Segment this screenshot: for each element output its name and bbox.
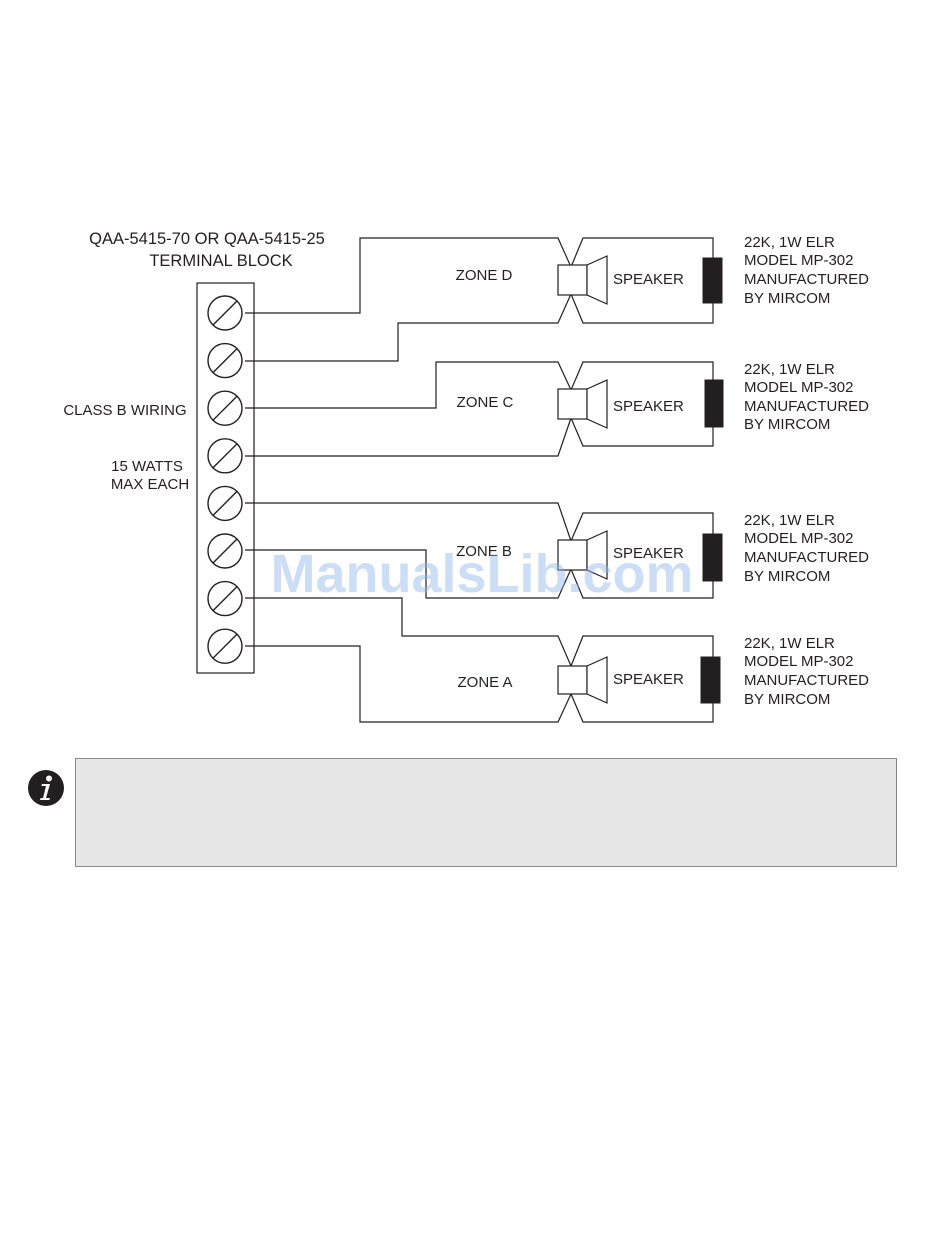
elr-line-2: MODEL MP-302 <box>744 252 853 269</box>
watermark: ManualsLib.com <box>270 544 693 604</box>
terminal-screw <box>207 485 243 522</box>
speaker-label: SPEAKER <box>613 271 684 288</box>
terminal-screw <box>207 390 243 426</box>
terminal-screws <box>207 295 243 664</box>
speaker-label: SPEAKER <box>613 671 684 688</box>
elr-resistor-icon <box>702 533 723 582</box>
zone-d-wiring <box>245 237 714 362</box>
elr-line-1: 22K, 1W ELR <box>744 234 835 251</box>
speaker-label: SPEAKER <box>613 545 684 562</box>
class-b-wiring-label: CLASS B WIRING <box>63 402 186 419</box>
terminal-block-title-line1: QAA-5415-70 OR QAA-5415-25 <box>89 230 325 248</box>
zone-label: ZONE D <box>456 267 513 284</box>
terminal-screw <box>207 533 243 569</box>
power-rating-line2: MAX EACH <box>111 476 189 493</box>
elr-resistor-icon <box>700 656 721 704</box>
elr-line-2: MODEL MP-302 <box>744 379 853 396</box>
speaker-label: SPEAKER <box>613 398 684 415</box>
elr-line-2: MODEL MP-302 <box>744 530 853 547</box>
zone-d: ZONE D SPEAKER 22K, 1W ELR MODEL MP-302 … <box>456 234 870 307</box>
zone-c: ZONE C SPEAKER 22K, 1W ELR MODEL MP-302 … <box>457 361 870 433</box>
elr-line-1: 22K, 1W ELR <box>744 635 835 652</box>
speaker-icon <box>557 264 588 296</box>
elr-line-4: BY MIRCOM <box>744 691 830 708</box>
speaker-icon <box>557 388 588 420</box>
speaker-icon <box>557 539 588 571</box>
zone-label: ZONE B <box>456 543 512 560</box>
elr-line-1: 22K, 1W ELR <box>744 361 835 378</box>
elr-line-3: MANUFACTURED <box>744 398 869 415</box>
zone-a-wiring <box>245 597 714 723</box>
elr-line-2: MODEL MP-302 <box>744 653 853 670</box>
zone-label: ZONE A <box>457 674 512 691</box>
note-box <box>75 758 897 867</box>
elr-line-4: BY MIRCOM <box>744 416 830 433</box>
elr-line-4: BY MIRCOM <box>744 568 830 585</box>
zone-b: ZONE B SPEAKER 22K, 1W ELR MODEL MP-302 … <box>456 512 869 585</box>
zone-b-wiring <box>245 502 714 599</box>
terminal-block-title-line2: TERMINAL BLOCK <box>149 252 292 270</box>
power-rating-line1: 15 WATTS <box>111 458 183 475</box>
terminal-screw <box>207 438 243 474</box>
zone-c-wiring <box>245 361 714 457</box>
elr-line-1: 22K, 1W ELR <box>744 512 835 529</box>
elr-line-3: MANUFACTURED <box>744 672 869 689</box>
terminal-screw <box>207 580 243 617</box>
speaker-icon <box>557 665 588 695</box>
elr-line-4: BY MIRCOM <box>744 290 830 307</box>
elr-resistor-icon <box>704 379 724 428</box>
zone-label: ZONE C <box>457 394 514 411</box>
elr-line-3: MANUFACTURED <box>744 549 869 566</box>
speaker-cone-icon <box>586 656 608 704</box>
info-icon <box>28 770 64 806</box>
elr-line-3: MANUFACTURED <box>744 271 869 288</box>
speaker-cone-icon <box>586 530 608 580</box>
elr-resistor-icon <box>702 257 723 304</box>
terminal-screw <box>207 295 243 331</box>
terminal-screw <box>207 628 243 664</box>
speaker-cone-icon <box>586 379 608 429</box>
zone-a: ZONE A SPEAKER 22K, 1W ELR MODEL MP-302 … <box>457 635 869 708</box>
speaker-cone-icon <box>586 255 608 305</box>
terminal-screw <box>207 342 243 379</box>
